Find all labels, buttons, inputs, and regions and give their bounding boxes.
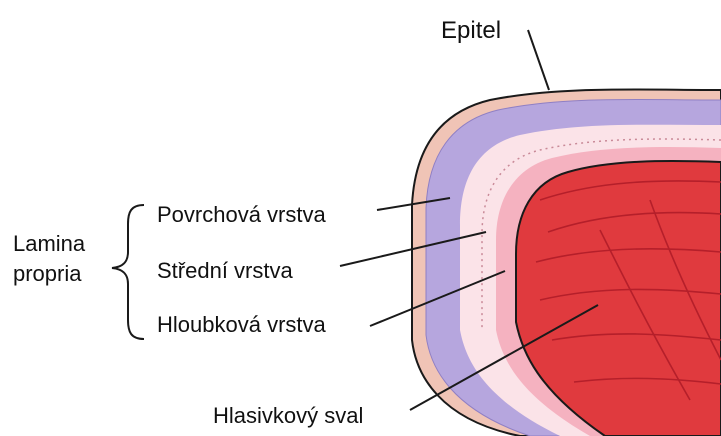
label-lamina-propria-line1: Lamina: [13, 233, 85, 255]
label-intermediate-layer: Střední vrstva: [157, 260, 293, 282]
leader-epitel: [528, 30, 549, 90]
label-lamina-propria-line2: propria: [13, 263, 81, 285]
label-epitel: Epitel: [441, 19, 501, 43]
label-superficial-layer: Povrchová vrstva: [157, 204, 326, 226]
label-vocalis-muscle: Hlasivkový sval: [213, 405, 363, 427]
lamina-propria-brace: [112, 205, 144, 339]
label-deep-layer: Hloubková vrstva: [157, 314, 326, 336]
